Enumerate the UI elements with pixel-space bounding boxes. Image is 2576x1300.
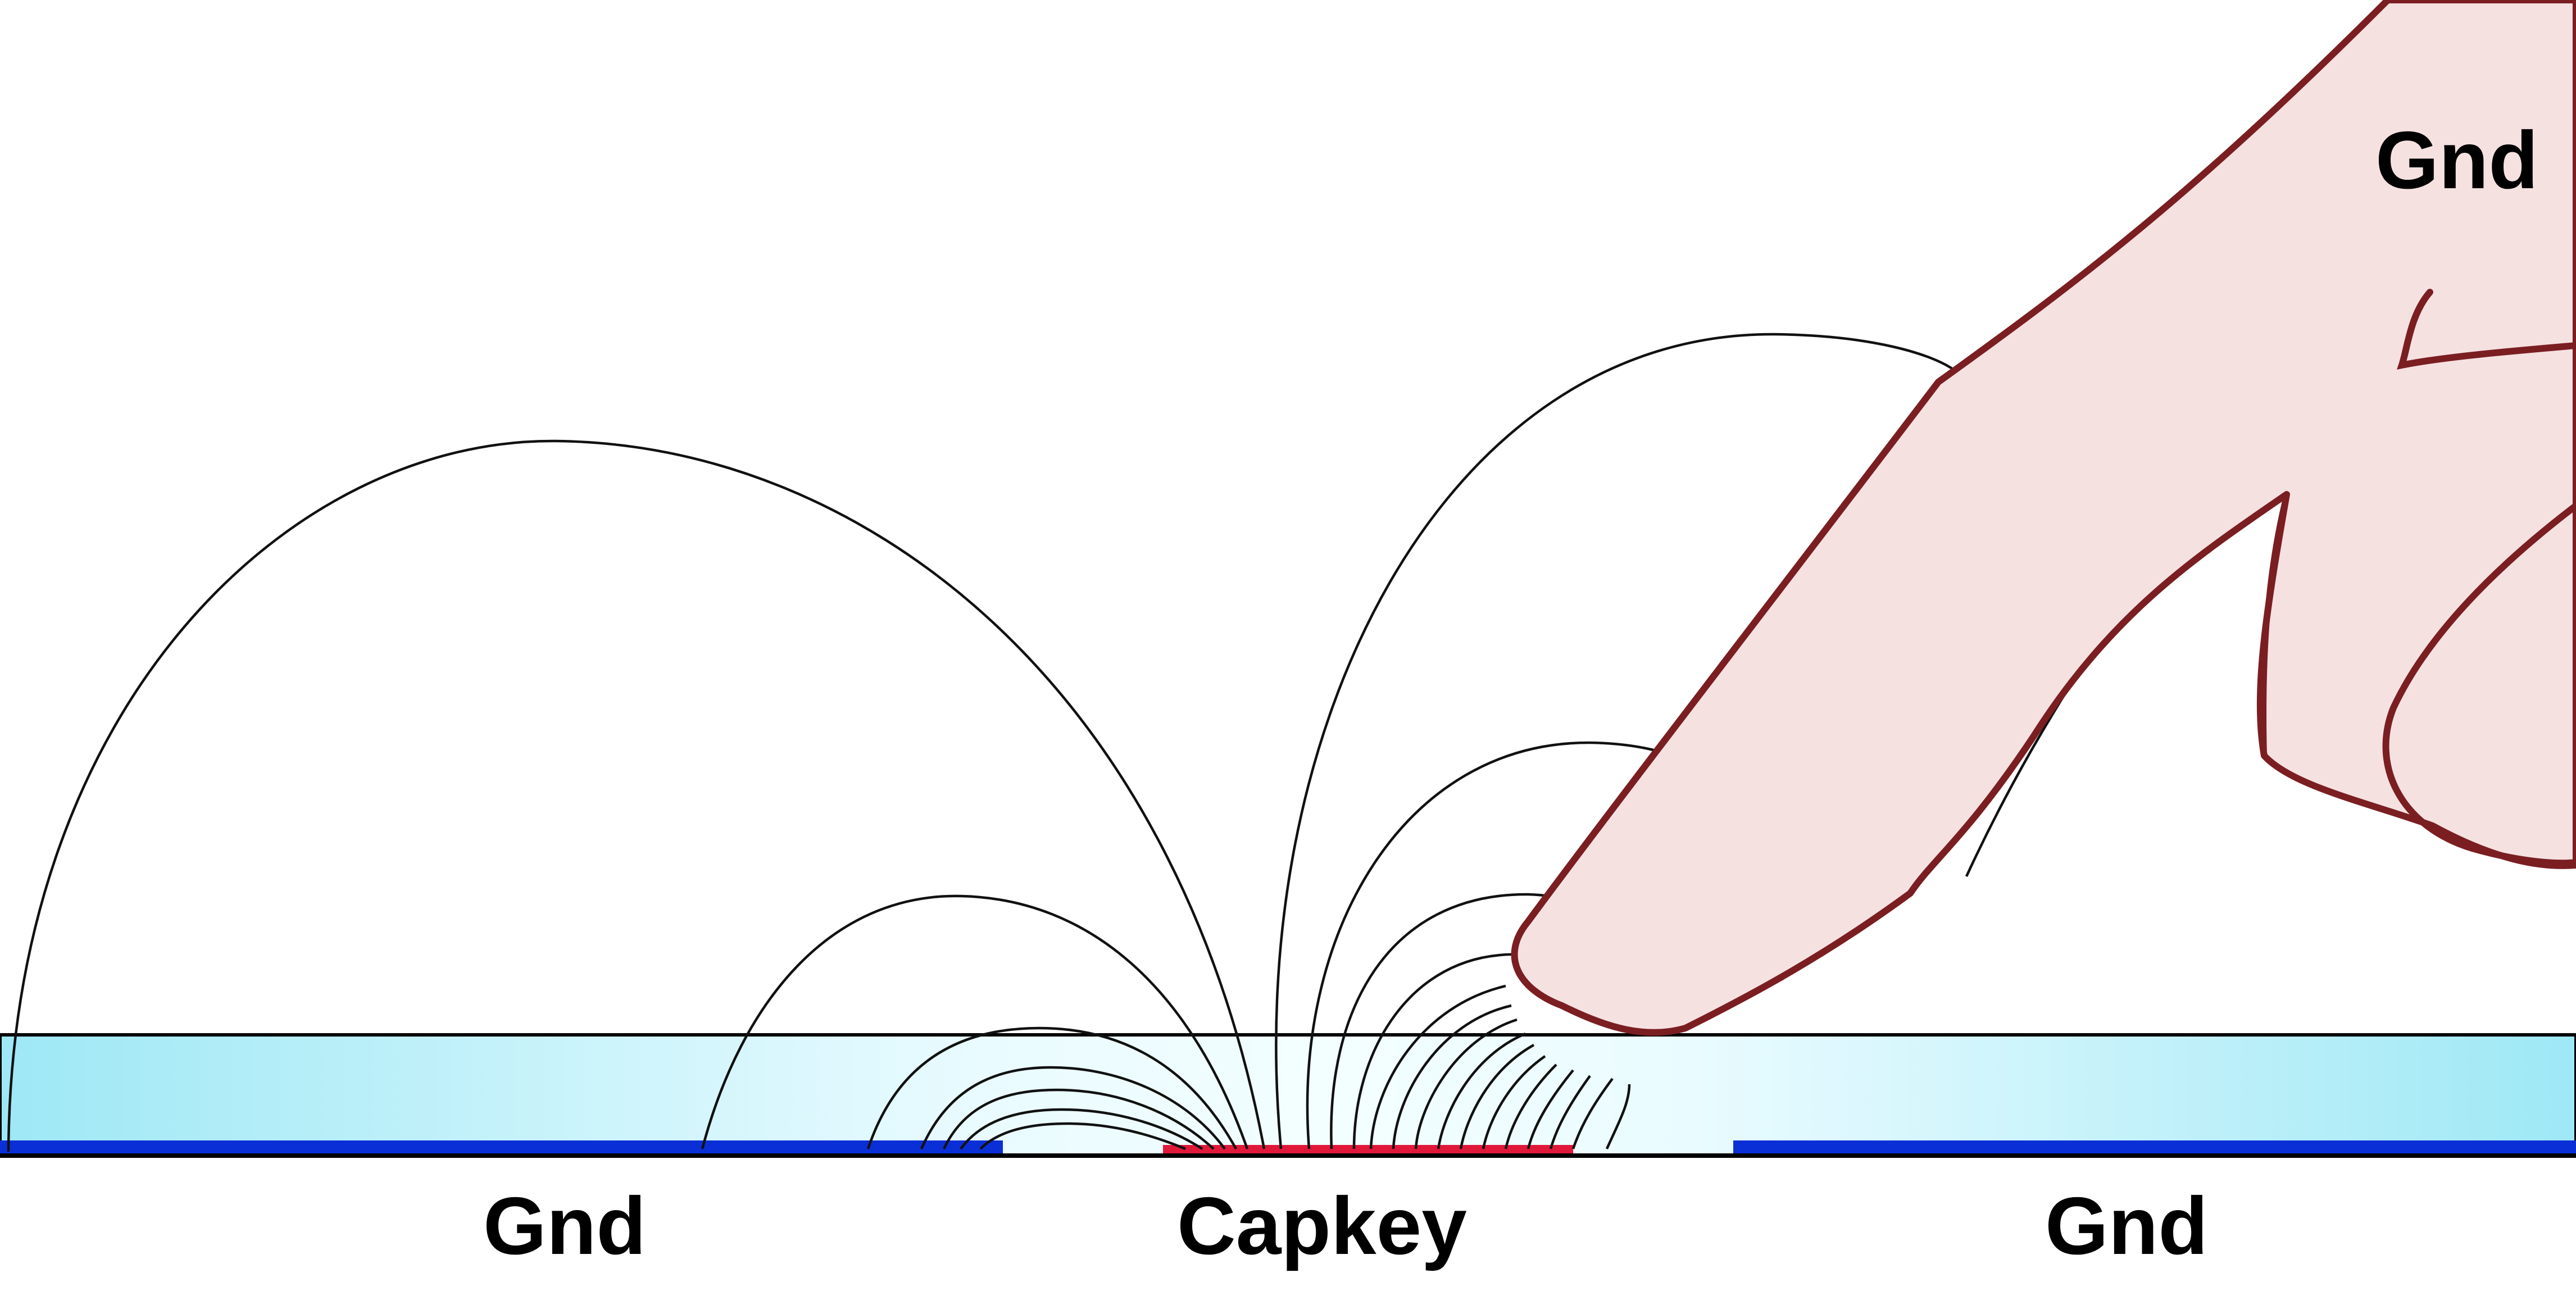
field-line-to-finger-6	[1414, 1018, 1518, 1149]
field-line-medium-arc	[701, 894, 1249, 1149]
palm-line	[2261, 492, 2289, 758]
curled-finger	[2382, 502, 2576, 867]
field-line-to-finger-11	[1526, 1069, 1574, 1149]
field-line-big-arc-right	[1275, 333, 1956, 1149]
label-gnd-left: Gnd	[483, 1180, 646, 1271]
field-line-to-finger-7	[1437, 1032, 1526, 1149]
ground-electrode-right	[1733, 1140, 2576, 1155]
field-line-large-arc	[7, 439, 1266, 1152]
field-line-to-finger-14	[1605, 1084, 1631, 1149]
field-line-small-arc-5	[979, 1122, 1186, 1151]
field-lines-left	[7, 439, 1266, 1152]
field-line-to-finger-1	[1306, 741, 1687, 1149]
label-capkey: Capkey	[1177, 1180, 1467, 1271]
label-gnd-right: Gnd	[2045, 1180, 2208, 1271]
field-line-to-finger-4	[1369, 984, 1506, 1149]
field-line-to-finger-8	[1459, 1044, 1535, 1149]
pointing-finger-icon	[1511, 0, 2576, 1036]
field-line-to-finger-10	[1504, 1063, 1557, 1149]
label-gnd-finger: Gnd	[2375, 115, 2538, 206]
field-line-to-finger-5	[1392, 1004, 1512, 1149]
field-line-to-finger-13	[1571, 1078, 1614, 1149]
overlay-layer	[0, 1033, 2576, 1158]
field-line-small-arc-4	[960, 1108, 1203, 1150]
ground-electrode-left	[0, 1140, 1003, 1155]
field-line-small-arc-3	[942, 1088, 1215, 1150]
field-line-small-arc-2	[920, 1066, 1226, 1150]
field-line-small-arc-1	[866, 1026, 1237, 1150]
field-line-to-finger-9	[1482, 1055, 1546, 1149]
knuckle-crease	[2397, 289, 2576, 370]
field-line-to-finger-12	[1549, 1075, 1591, 1149]
field-lines-right	[1275, 333, 2159, 1149]
capkey-electrode	[1163, 1145, 1573, 1154]
